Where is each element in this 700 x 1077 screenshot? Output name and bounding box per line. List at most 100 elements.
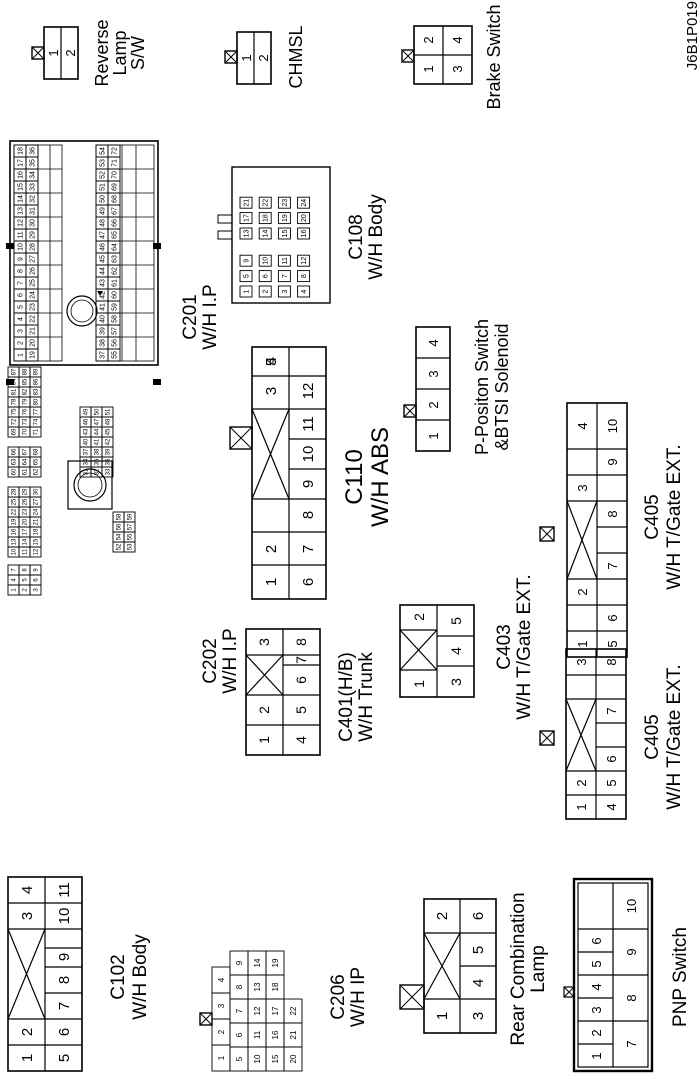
connector-pin: 83 [34,388,40,395]
connector-pin: 47 [95,418,101,425]
pnp-switch-connector: 1 2 3 4 5 6 7 8 9 10 [563,877,654,1073]
connector-pin: 39 [106,448,112,455]
connector-pin: 2 [421,36,436,43]
connector-pin: 72 [12,418,18,425]
connector-pin: 1 [19,1054,36,1062]
connector-pin: 15 [282,230,289,238]
connector-pin: 10 [56,908,73,925]
connector-pin: 45 [99,255,106,263]
connector-pin: 26 [29,267,36,275]
connector-pin: 1 [17,353,24,357]
connector-pin: 51 [99,183,106,191]
connector-pin: 24 [29,291,36,299]
connector-pin: 5 [17,305,24,309]
connector-pin: 54 [117,533,123,540]
c405-lower-connector: 1 2 3 4 5 6 7 8 [539,648,627,820]
connector-pin: 10 [605,419,620,433]
connector-pin: 18 [34,528,40,535]
connector-pin: 41 [95,438,101,445]
connector-pin: 3 [282,289,289,293]
connector-pin: 11 [23,548,29,555]
connector-pin: 2 [63,49,78,56]
connector-pin: 3 [470,1012,487,1020]
c110-connector: 1 2 3 4 5 6 7 8 9 10 11 12 [229,346,327,600]
connector-pin: 14 [263,230,270,238]
connector-pin: 70 [111,171,118,179]
pin-cell [283,998,303,1024]
pin-cell [258,212,272,225]
connector-pin: 2 [256,54,271,61]
connector-pin: 84 [12,378,18,385]
connector-pin: 67 [111,207,118,215]
connector-pin: 22 [12,508,18,515]
connector-pin: 3 [217,1003,226,1008]
connector-pin: 8 [56,976,73,984]
pin-cell [277,212,291,225]
label-line: C108 [346,214,367,259]
label-line: W/H I.P [220,628,241,693]
connector-pin: 6 [470,912,487,920]
c403-connector: 1 2 3 4 5 6 [399,604,475,698]
c401-label: C401(H/B) W/H Trunk [336,652,377,742]
connector-pin: 66 [12,448,18,455]
connector-pin: 34 [84,458,90,465]
connector-pin: 11 [56,882,73,898]
pin-cell [25,144,39,158]
connector-pin: 1 [263,578,280,586]
connector-pin: 23 [282,199,289,207]
connector-pin: 5 [243,274,250,278]
connector-pin: 52 [99,171,106,179]
label-line: W/H ABS [367,427,394,527]
connector-pin: 10 [300,446,317,463]
label-line: Lamp [528,945,549,993]
connector-pin: 11 [253,1030,262,1039]
connector-pin: 23 [23,508,29,515]
pin-cell [239,196,253,209]
connector-pin: 18 [17,147,24,155]
connector-pin: 2 [426,401,441,408]
label-line: W/H T/Gate EXT. [664,664,685,809]
connector-pin: 7 [56,1002,73,1010]
connector-pin: 38 [99,339,106,347]
connector-pin: 4 [470,979,487,987]
connector-pin: 3 [426,370,441,377]
connector-pin: 49 [84,408,90,415]
connector-pin: 3 [263,387,280,395]
connector-pin: 20 [289,1054,298,1063]
connector-pin: 21 [243,199,250,207]
c405-upper-label: C405 W/H T/Gate EXT. [642,444,685,589]
connector-pin: 36 [29,147,36,155]
label-line: W/H I.P [200,284,221,349]
connector-pin: 16 [17,171,24,179]
connector-pin: 1 [217,1055,226,1060]
connector-pin: 25 [29,279,36,287]
connector-pin: 44 [99,267,106,275]
pin-cell [239,285,253,298]
label-line: W/H Body [130,934,151,1020]
pin-cell [101,406,114,418]
label-line: P-Positon Switch [472,319,492,455]
connector-pin: 6 [34,578,40,582]
connector-pin: 10 [17,243,24,251]
pin-cell [239,254,253,267]
connector-pin: 76 [23,408,29,415]
connector-pin: 8 [293,638,309,646]
connector-pin: 9 [624,948,639,955]
connector-pin: 2 [19,1028,36,1036]
connector-pin: 19 [29,351,36,359]
connector-pin: 17 [17,159,24,167]
pin-cell [297,196,311,209]
connector-pin: 9 [34,568,40,572]
pin-cell [258,270,272,283]
connector-pin: 26 [23,498,29,505]
pin-cell [239,227,253,240]
connector-pin: 9 [243,259,250,263]
connector-pin: 88 [23,368,29,375]
c405-upper-connector: 1 2 3 4 5 6 7 8 9 10 [539,402,628,658]
connector-pin: 13 [253,982,262,991]
connector-pin: 33 [29,183,36,191]
pin-cell [258,285,272,298]
connector-pin: 77 [34,408,40,415]
connector-pin: 29 [23,488,29,495]
